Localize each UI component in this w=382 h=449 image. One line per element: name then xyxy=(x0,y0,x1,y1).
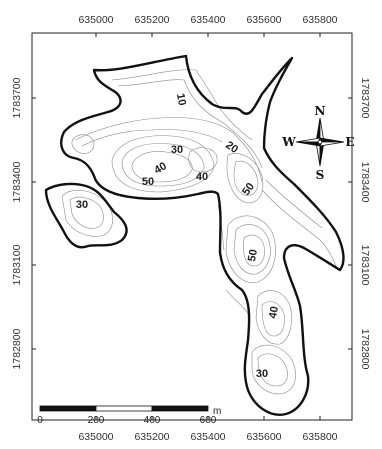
contour-label: 50 xyxy=(142,176,154,188)
y-tick-right: 1782800 xyxy=(359,329,371,370)
contour-label: 40 xyxy=(196,171,208,183)
scale-tick-label: 200 xyxy=(88,415,105,426)
contour-label: 50 xyxy=(240,181,257,198)
contour-label: 30 xyxy=(171,144,183,156)
x-tick-top: 635400 xyxy=(190,14,225,26)
x-tick-bottom: 635600 xyxy=(246,431,281,443)
x-ticks-bottom: 635000 635200 635400 635600 635800 xyxy=(78,431,337,443)
y-tick-right: 1783700 xyxy=(359,78,371,119)
contour-label: 20 xyxy=(223,139,240,156)
scale-unit: m xyxy=(213,406,221,417)
scale-segment xyxy=(95,405,153,412)
frame-ticks xyxy=(32,33,352,420)
contour-label: 30 xyxy=(256,368,268,380)
scale-tick-label: 400 xyxy=(144,415,161,426)
compass-south: S xyxy=(316,168,325,182)
north-arrow-icon xyxy=(295,117,345,167)
y-tick-left: 1783100 xyxy=(11,244,23,285)
x-ticks-top: 635000 635200 635400 635600 635800 xyxy=(78,14,337,26)
x-tick-top: 635000 xyxy=(78,14,113,26)
y-tick-right: 1783100 xyxy=(359,245,371,286)
scale-segment xyxy=(151,405,209,412)
contour-label: 30 xyxy=(76,199,88,211)
scale-bar: 0 200 400 600 m xyxy=(37,405,221,426)
map-frame xyxy=(31,32,353,421)
y-tick-right: 1783400 xyxy=(359,162,371,203)
x-tick-bottom: 635800 xyxy=(302,431,337,443)
compass-north: N xyxy=(315,104,326,118)
y-ticks-right: 1783700 1783400 1783100 1782800 xyxy=(359,78,371,370)
contour-labels: 10 30 20 40 50 40 50 30 50 40 30 xyxy=(76,92,281,380)
x-tick-bottom: 635000 xyxy=(78,431,113,443)
x-tick-top: 635600 xyxy=(246,14,281,26)
contour-label: 10 xyxy=(174,92,188,106)
x-tick-top: 635200 xyxy=(134,14,169,26)
compass-west: W xyxy=(281,135,296,149)
compass-rose: N S W E xyxy=(281,104,354,182)
contour-label: 40 xyxy=(152,160,169,177)
scale-tick-label: 0 xyxy=(37,415,43,426)
contour-lines xyxy=(61,69,339,395)
scale-tick-label: 600 xyxy=(200,415,217,426)
contour-label: 50 xyxy=(246,248,260,262)
y-tick-left: 1783400 xyxy=(11,161,23,202)
shoreline xyxy=(60,54,345,416)
y-tick-left: 1783700 xyxy=(11,77,23,118)
scale-segment xyxy=(39,405,97,412)
contour-label: 40 xyxy=(267,305,281,319)
island-shoreline xyxy=(44,182,128,249)
x-tick-bottom: 635400 xyxy=(190,431,225,443)
x-tick-bottom: 635200 xyxy=(134,431,169,443)
y-ticks-left: 1783700 1783400 1783100 1782800 xyxy=(11,77,23,369)
y-tick-left: 1782800 xyxy=(11,328,23,369)
compass-east: E xyxy=(345,135,354,149)
x-tick-top: 635800 xyxy=(302,14,337,26)
